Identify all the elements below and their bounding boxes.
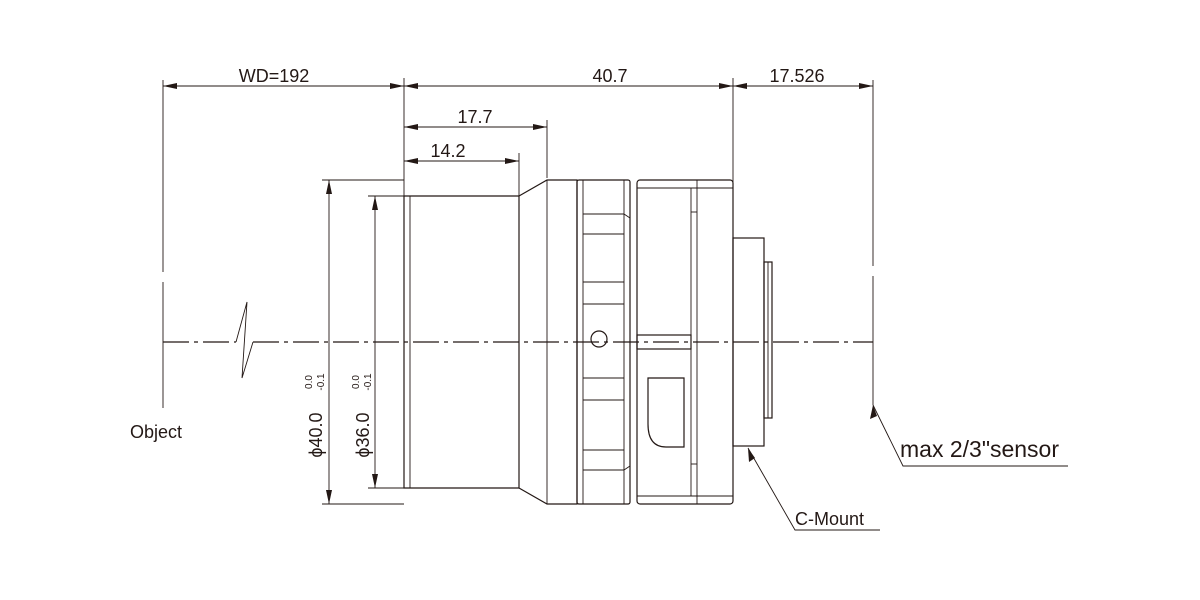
- outer-tolerance-upper: 0.0: [304, 375, 315, 389]
- leader-lines: [747, 404, 1068, 531]
- c-mount-label: C-Mount: [795, 509, 864, 529]
- outer-diameter-label: ϕ40.0: [306, 412, 326, 457]
- front-barrel-length-label: 17.7: [457, 107, 492, 127]
- dimension-lines: [163, 83, 873, 504]
- lens-length-label: 40.7: [592, 66, 627, 86]
- front-step-length-label: 14.2: [430, 141, 465, 161]
- locking-screw: [590, 330, 608, 348]
- callout-labels: Object max 2/3"sensor C-Mount: [130, 422, 1059, 529]
- inner-tolerance-upper: 0.0: [351, 375, 362, 389]
- knurl-grooves: [583, 213, 631, 471]
- dimension-labels: WD=192 40.7 17.526 17.7 14.2 ϕ40.0 0.0 -…: [239, 66, 825, 458]
- object-label: Object: [130, 422, 182, 442]
- lens-body: [403, 179, 773, 505]
- sensor-label: max 2/3"sensor: [900, 436, 1059, 462]
- aperture-window: [647, 377, 685, 448]
- extension-lines: [162, 78, 874, 505]
- inner-diameter-label: ϕ36.0: [353, 412, 373, 457]
- inner-tolerance-lower: -0.1: [363, 373, 374, 391]
- wd-label: WD=192: [239, 66, 310, 86]
- outer-tolerance-lower: -0.1: [316, 373, 327, 391]
- optical-axis: [163, 301, 873, 379]
- flange-back-label: 17.526: [769, 66, 824, 86]
